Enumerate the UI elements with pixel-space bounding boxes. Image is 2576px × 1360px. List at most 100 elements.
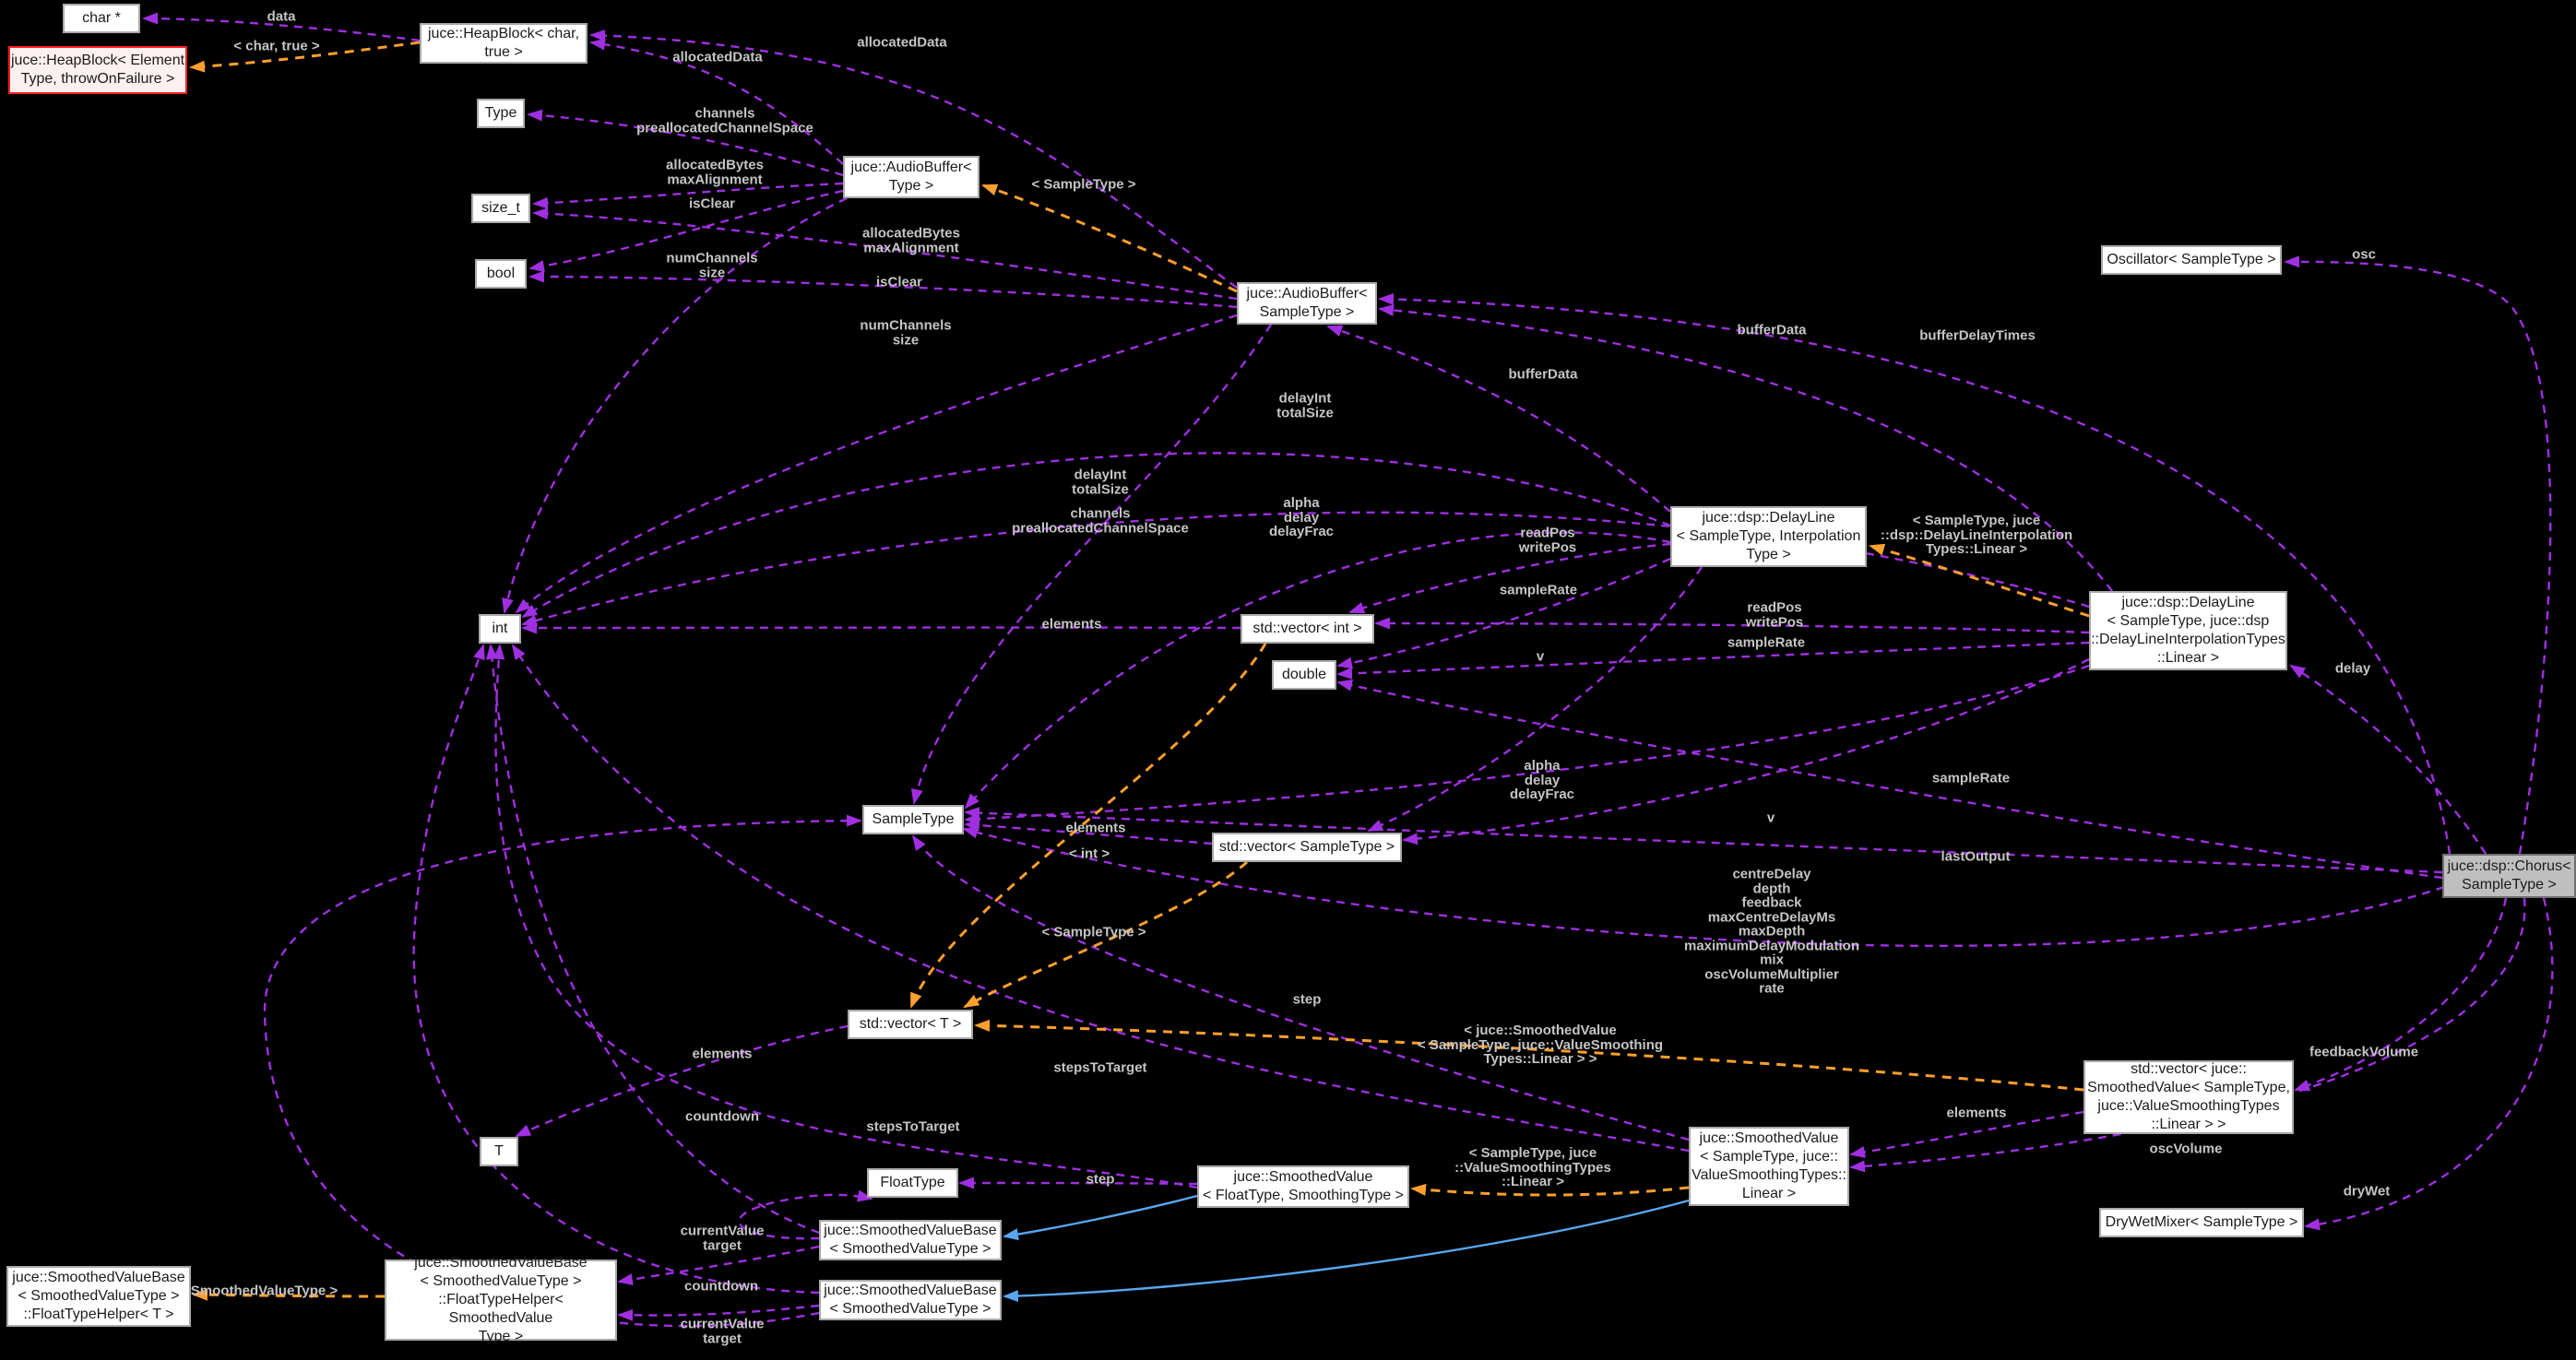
edge-vector-sampletype-to-vector-t bbox=[963, 860, 1248, 1009]
edge-label-41: countdown bbox=[685, 1108, 759, 1125]
edge-chorus-to-sampletype bbox=[962, 826, 2445, 947]
node-smoothedvalue-sampletype[interactable]: juce::SmoothedValue < SampleType, juce::… bbox=[1689, 1127, 1849, 1206]
edge-delayline-interp-to-sampletype bbox=[964, 531, 1671, 810]
edge-label-0: data bbox=[267, 8, 296, 25]
node-smoothedvaluebase-lower[interactable]: juce::SmoothedValueBase < SmoothedValueT… bbox=[819, 1280, 1002, 1320]
node-smoothedvaluebase-upper[interactable]: juce::SmoothedValueBase < SmoothedValueT… bbox=[819, 1220, 1002, 1260]
edge-label-27: delay bbox=[2334, 660, 2371, 677]
edge-chorus-to-double bbox=[1336, 679, 2443, 880]
edge-label-34: centreDelay depth feedback maxCentreDela… bbox=[1683, 866, 1860, 997]
edge-label-30: elements bbox=[1065, 820, 1126, 836]
edge-audiobuffer-sampletype-to-heapblock-char-true bbox=[589, 30, 1238, 289]
edge-label-42: stepsToTarget bbox=[866, 1118, 960, 1135]
edge-label-3: allocatedData bbox=[672, 49, 763, 65]
edge-vector-t-to-t bbox=[515, 1024, 849, 1138]
edge-smoothedvaluebase-upper-to-int bbox=[485, 644, 820, 1235]
edge-label-33: lastOutput bbox=[1941, 848, 2011, 865]
edge-label-32: v bbox=[1766, 810, 1775, 826]
node-vector-smoothedvalue: std::vector< juce:: SmoothedValue< Sampl… bbox=[2083, 1060, 2294, 1134]
edge-label-23: elements bbox=[1041, 616, 1102, 633]
edge-heapblock-char-true-to-char-ptr bbox=[142, 12, 421, 42]
edge-label-35: < SampleType > bbox=[1041, 924, 1146, 940]
edge-chorus-to-vector-smoothedvalue bbox=[2294, 897, 2508, 1092]
edge-label-16: delayInt totalSize bbox=[1276, 390, 1334, 420]
edge-label-50: < SmoothedValueType > bbox=[178, 1283, 338, 1299]
edge-smoothedvalue-floattype-to-smoothedvaluebase-upper bbox=[1003, 1194, 1198, 1241]
node-vector-int: std::vector< int > bbox=[1241, 614, 1374, 644]
edge-label-37: < juce::SmoothedValue < SampleType, juce… bbox=[1417, 1022, 1664, 1067]
edge-smoothedvaluebase-lower-to-floattypehelper-svt bbox=[617, 1304, 820, 1321]
node-bool: bool bbox=[475, 259, 527, 289]
edge-smoothedvalue-floattype-to-int bbox=[493, 644, 1198, 1189]
edge-smoothedvalue-sampletype-to-sampletype bbox=[911, 834, 1690, 1141]
edge-chorus-to-smoothedvalue-sampletype bbox=[1849, 897, 2526, 1173]
edge-label-47: currentValue target bbox=[680, 1223, 765, 1253]
node-oscillator[interactable]: Oscillator< SampleType > bbox=[2101, 245, 2282, 275]
edge-label-4: channels preallocatedChannelSpace bbox=[636, 105, 813, 136]
edge-label-9: allocatedBytes maxAlignment bbox=[862, 225, 960, 255]
edge-delayline-interp-to-int bbox=[521, 452, 1671, 619]
edge-label-12: bufferDelayTimes bbox=[1919, 327, 2036, 344]
node-vector-sampletype: std::vector< SampleType > bbox=[1212, 833, 1402, 862]
node-double: double bbox=[1272, 660, 1336, 690]
node-t: T bbox=[480, 1137, 518, 1166]
edge-label-1: < char, true > bbox=[233, 38, 320, 54]
node-int: int bbox=[479, 614, 521, 644]
node-heapblock-element[interactable]: juce::HeapBlock< Element Type, throwOnFa… bbox=[8, 46, 187, 94]
edge-label-20: readPos writePos bbox=[1518, 525, 1577, 555]
node-heapblock-char-true[interactable]: juce::HeapBlock< char, true > bbox=[420, 23, 588, 64]
edge-delayline-interp-to-audiobuffer-sampletype bbox=[1326, 325, 1671, 513]
edge-audiobuffer-sampletype-to-bool bbox=[528, 270, 1238, 309]
edge-label-29: sampleRate bbox=[1931, 770, 2011, 786]
edge-label-28: alpha delay delayFrac bbox=[1509, 757, 1575, 802]
edge-label-31: < int > bbox=[1068, 846, 1110, 862]
node-delayline-interp[interactable]: juce::dsp::DelayLine < SampleType, Inter… bbox=[1670, 506, 1867, 567]
edge-label-15: bufferData bbox=[1508, 366, 1578, 383]
edge-chorus-to-oscillator bbox=[2284, 255, 2552, 855]
edge-label-22: < SampleType, juce ::dsp::DelayLineInter… bbox=[1880, 512, 2073, 557]
edge-delayline-linear-to-vector-sampletype bbox=[1402, 657, 2090, 846]
edge-label-24: readPos writePos bbox=[1745, 599, 1804, 630]
edge-label-51: elements bbox=[692, 1046, 753, 1062]
node-audiobuffer-type[interactable]: juce::AudioBuffer< Type > bbox=[843, 156, 979, 198]
node-drywetmixer[interactable]: DryWetMixer< SampleType > bbox=[2099, 1208, 2304, 1237]
edge-delayline-linear-to-sampletype bbox=[964, 664, 2090, 825]
edge-label-45: step bbox=[1086, 1171, 1115, 1188]
edge-smoothedvalue-sampletype-to-smoothedvaluebase-lower bbox=[1003, 1199, 1690, 1303]
edge-label-2: allocatedData bbox=[857, 34, 947, 51]
edge-audiobuffer-sampletype-to-sampletype bbox=[911, 324, 1273, 805]
edge-audiobuffer-sampletype-to-int bbox=[515, 313, 1238, 614]
node-floattypehelper-svt[interactable]: juce::SmoothedValueBase < SmoothedValueT… bbox=[385, 1255, 617, 1344]
edge-label-18: channels preallocatedChannelSpace bbox=[1012, 505, 1189, 536]
node-smoothedvalue-floattype[interactable]: juce::SmoothedValue < FloatType, Smoothi… bbox=[1197, 1165, 1409, 1208]
edge-label-43: oscVolume bbox=[2149, 1141, 2223, 1157]
edge-label-39: elements bbox=[1946, 1105, 2007, 1121]
node-floattypehelper-t[interactable]: juce::SmoothedValueBase < SmoothedValueT… bbox=[6, 1266, 191, 1327]
edge-smoothedvaluebase-upper-to-floattypehelper-svt bbox=[617, 1245, 820, 1286]
edge-label-6: isClear bbox=[688, 195, 736, 212]
edge-label-8: < SampleType > bbox=[1031, 176, 1136, 193]
edge-label-36: step bbox=[1292, 991, 1322, 1008]
edge-audiobuffer-type-to-type bbox=[527, 109, 844, 177]
edge-audiobuffer-type-to-size-t bbox=[532, 182, 844, 209]
edge-label-49: currentValue target bbox=[680, 1316, 765, 1346]
edge-heapblock-char-true-to-heapblock-element bbox=[189, 41, 421, 73]
edge-label-13: osc bbox=[2352, 246, 2376, 263]
edge-label-10: isClear bbox=[875, 274, 923, 290]
node-audiobuffer-sampletype[interactable]: juce::AudioBuffer< SampleType > bbox=[1237, 282, 1377, 325]
node-chorus: juce::dsp::Chorus< SampleType > bbox=[2442, 854, 2576, 898]
edge-delayline-linear-to-int bbox=[521, 511, 2090, 627]
edge-delayline-linear-to-delayline-interp bbox=[1869, 543, 2090, 618]
edge-label-11: numChannels size bbox=[860, 317, 952, 348]
edge-chorus-to-delayline-linear bbox=[2289, 664, 2487, 855]
edge-smoothedvalue-sampletype-to-smoothedvalue-floattype bbox=[1410, 1183, 1690, 1197]
edge-vector-sampletype-to-sampletype bbox=[964, 819, 1213, 846]
edge-label-25: sampleRate bbox=[1727, 634, 1806, 651]
edge-delayline-interp-to-double bbox=[1336, 557, 1671, 669]
edge-label-17: delayInt totalSize bbox=[1072, 467, 1129, 497]
node-vector-t: std::vector< T > bbox=[848, 1010, 973, 1039]
edge-label-14: bufferData bbox=[1737, 322, 1807, 338]
node-delayline-linear[interactable]: juce::dsp::DelayLine < SampleType, juce:… bbox=[2089, 591, 2287, 670]
